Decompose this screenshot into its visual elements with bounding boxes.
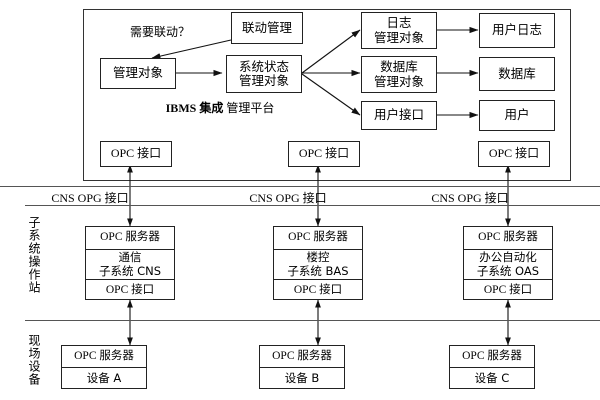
ibms-opc-interface-1[interactable]: OPC 接口 [100, 141, 172, 167]
device-a-name: 设备 A [62, 367, 146, 389]
subsystem-station-oas[interactable]: OPC 服务器 办公自动化 子系统 OAS OPC 接口 [463, 226, 553, 300]
device-a-opc-server: OPC 服务器 [62, 346, 146, 367]
node-system-state-managed-object[interactable]: 系统状态 管理对象 [226, 55, 302, 93]
ibms-opc-interface-2-label: OPC 接口 [298, 146, 350, 161]
bas-opc-interface: OPC 接口 [274, 279, 362, 301]
node-database-managed-object[interactable]: 数据库 管理对象 [361, 56, 437, 93]
bas-name-line1: 楼控 [306, 250, 330, 265]
node-user-log-label: 用户日志 [491, 22, 542, 38]
node-linkage-management[interactable]: 联动管理 [231, 12, 303, 44]
cns-subsystem-name: 通信 子系统 CNS [86, 249, 174, 279]
cns-name-line2: 子系统 CNS [98, 263, 162, 278]
node-user-log[interactable]: 用户日志 [479, 13, 555, 48]
device-b-name-label: 设备 B [284, 370, 320, 385]
oas-opc-interface: OPC 接口 [464, 279, 552, 301]
node-managed-object-label: 管理对象 [112, 65, 163, 81]
device-b-opc-server: OPC 服务器 [260, 346, 344, 367]
node-user-interface-label: 用户接口 [373, 107, 424, 123]
device-c-name: 设备 C [450, 367, 534, 389]
bus-label-3: CNS OPG 接口 [431, 191, 509, 205]
node-system-state-line2: 管理对象 [238, 73, 289, 88]
node-log-mo-line1: 日志 [386, 15, 412, 31]
node-database[interactable]: 数据库 [479, 57, 555, 91]
subsystem-station-cns[interactable]: OPC 服务器 通信 子系统 CNS OPC 接口 [85, 226, 175, 300]
oas-opc-interface-label: OPC 接口 [483, 283, 533, 296]
subsystem-station-bas[interactable]: OPC 服务器 楼控 子系统 BAS OPC 接口 [273, 226, 363, 300]
cns-name-line1: 通信 [118, 250, 142, 265]
node-linkage-management-label: 联动管理 [241, 19, 292, 35]
device-b-name: 设备 B [260, 367, 344, 389]
device-c-name-label: 设备 C [474, 370, 510, 385]
bus-label-1: CNS OPG 接口 [51, 191, 129, 205]
bus-label-2: CNS OPG 接口 [249, 191, 327, 205]
field-device-a[interactable]: OPC 服务器 设备 A [61, 345, 147, 389]
ibms-opc-interface-3[interactable]: OPC 接口 [478, 141, 550, 167]
ibms-platform-caption: IBMS 集成 管理平台 [160, 101, 280, 115]
node-system-state-line1: 系统状态 [238, 58, 289, 74]
bus-line-bottom [25, 205, 600, 206]
field-band-side-label: 现场设备 [27, 334, 41, 386]
oas-name-line1: 办公自动化 [479, 250, 537, 265]
device-a-opc-server-label: OPC 服务器 [74, 349, 134, 362]
node-db-mo-line2: 管理对象 [373, 73, 424, 89]
ibms-opc-interface-2[interactable]: OPC 接口 [288, 141, 360, 167]
cns-opc-server-label: OPC 服务器 [100, 231, 160, 244]
device-b-opc-server-label: OPC 服务器 [272, 349, 332, 362]
ibms-caption-line2: 管理平台 [226, 101, 275, 115]
node-log-mo-line2: 管理对象 [373, 29, 424, 45]
bas-opc-server: OPC 服务器 [274, 227, 362, 249]
node-user-interface[interactable]: 用户接口 [361, 101, 437, 130]
ibms-platform-container [83, 9, 571, 181]
bas-opc-interface-label: OPC 接口 [293, 283, 343, 296]
field-device-c[interactable]: OPC 服务器 设备 C [449, 345, 535, 389]
oas-subsystem-name: 办公自动化 子系统 OAS [464, 249, 552, 279]
field-bus-line [25, 320, 600, 321]
cns-opc-interface: OPC 接口 [86, 279, 174, 301]
field-device-b[interactable]: OPC 服务器 设备 B [259, 345, 345, 389]
cns-opc-interface-label: OPC 接口 [105, 283, 155, 296]
ibms-opc-interface-3-label: OPC 接口 [488, 146, 540, 161]
bus-line-top [0, 186, 600, 187]
node-log-managed-object[interactable]: 日志 管理对象 [361, 12, 437, 49]
node-db-mo-line1: 数据库 [380, 59, 418, 75]
ibms-caption-line1: IBMS 集成 [165, 101, 224, 115]
ibms-opc-interface-1-label: OPC 接口 [110, 146, 162, 161]
linkage-question-label: 需要联动？ [129, 25, 190, 39]
node-database-label: 数据库 [498, 65, 536, 81]
device-a-name-label: 设备 A [86, 370, 122, 385]
cns-opc-server: OPC 服务器 [86, 227, 174, 249]
node-user[interactable]: 用户 [479, 100, 555, 131]
node-managed-object[interactable]: 管理对象 [100, 58, 176, 89]
oas-opc-server: OPC 服务器 [464, 227, 552, 249]
device-c-opc-server-label: OPC 服务器 [462, 349, 522, 362]
oas-opc-server-label: OPC 服务器 [478, 231, 538, 244]
subsystem-band-side-label: 子系统操作站 [27, 216, 41, 294]
bas-opc-server-label: OPC 服务器 [288, 231, 348, 244]
node-user-label: 用户 [504, 107, 530, 123]
oas-name-line2: 子系统 OAS [476, 263, 540, 278]
bas-subsystem-name: 楼控 子系统 BAS [274, 249, 362, 279]
device-c-opc-server: OPC 服务器 [450, 346, 534, 367]
bas-name-line2: 子系统 BAS [287, 263, 349, 278]
